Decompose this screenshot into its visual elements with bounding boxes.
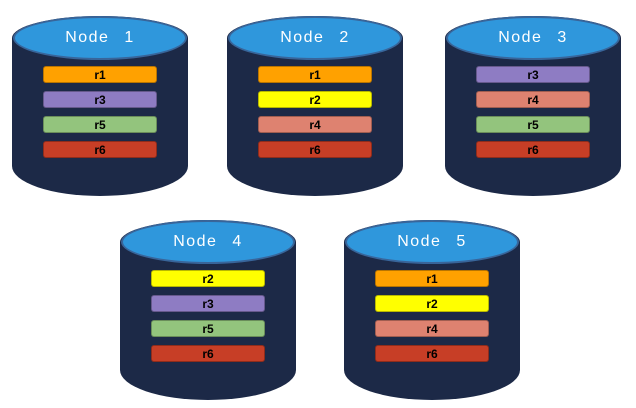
node-label: Node 2 (280, 29, 350, 46)
node-label: Node 4 (173, 233, 243, 250)
replica-bar: r6 (151, 345, 265, 362)
replica-bar-list: r3 r4 r5 r6 (476, 66, 590, 158)
replica-bar-list: r1 r2 r4 r6 (258, 66, 372, 158)
replica-bar: r3 (476, 66, 590, 83)
replica-bar: r2 (375, 295, 489, 312)
cylinder-top-ellipse: Node 3 (446, 16, 620, 60)
replica-bar: r2 (258, 91, 372, 108)
node-label: Node 3 (498, 29, 568, 46)
replica-bar: r4 (476, 91, 590, 108)
cylinder-top-ellipse: Node 1 (13, 16, 187, 60)
replica-bar-list: r1 r2 r4 r6 (375, 270, 489, 362)
replica-bar: r4 (258, 116, 372, 133)
replica-bar: r6 (43, 141, 157, 158)
replica-bar-list: r1 r3 r5 r6 (43, 66, 157, 158)
cylinder-top-ellipse: Node 4 (121, 220, 295, 264)
replica-bar: r6 (476, 141, 590, 158)
replica-bar: r5 (43, 116, 157, 133)
replica-bar: r1 (43, 66, 157, 83)
node-label: Node 1 (65, 29, 135, 46)
replica-bar: r1 (258, 66, 372, 83)
replica-bar: r1 (375, 270, 489, 287)
node-label: Node 5 (397, 233, 467, 250)
cylinder-top-ellipse: Node 5 (345, 220, 519, 264)
node-cylinder: Node 1 r1 r3 r5 r6 (12, 16, 188, 196)
replica-bar: r6 (375, 345, 489, 362)
node-cylinder: Node 5 r1 r2 r4 r6 (344, 220, 520, 400)
replica-bar: r2 (151, 270, 265, 287)
node-cylinder: Node 3 r3 r4 r5 r6 (445, 16, 621, 196)
replica-bar: r5 (151, 320, 265, 337)
cylinder-top-ellipse: Node 2 (228, 16, 402, 60)
replica-bar: r5 (476, 116, 590, 133)
node-cylinder: Node 4 r2 r3 r5 r6 (120, 220, 296, 400)
replica-bar: r6 (258, 141, 372, 158)
replica-bar: r4 (375, 320, 489, 337)
replica-bar: r3 (151, 295, 265, 312)
node-cylinder: Node 2 r1 r2 r4 r6 (227, 16, 403, 196)
replica-bar: r3 (43, 91, 157, 108)
replica-bar-list: r2 r3 r5 r6 (151, 270, 265, 362)
